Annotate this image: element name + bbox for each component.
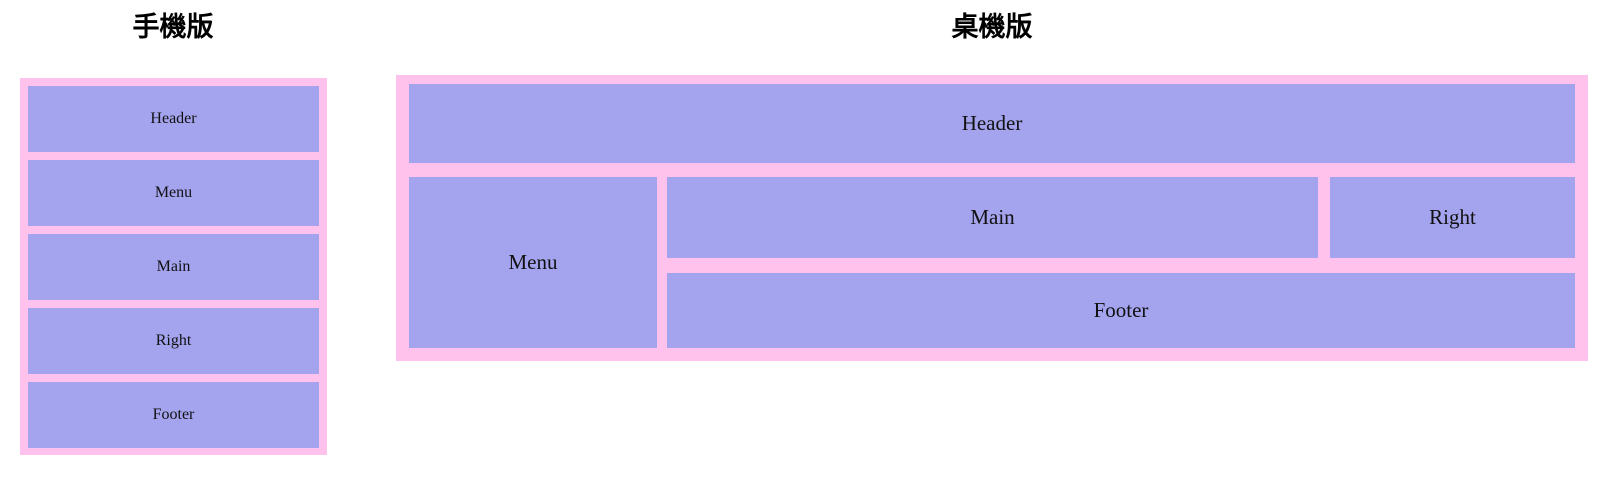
mobile-layout-frame: Header Menu Main Right Footer [20,78,327,455]
mobile-block-right: Right [28,308,319,374]
mobile-block-right-label: Right [155,332,192,350]
desktop-block-footer-label: Footer [1093,297,1149,322]
desktop-block-header: Header [409,84,1575,163]
desktop-block-right-label: Right [1429,204,1476,229]
mobile-block-main-label: Main [156,258,191,276]
mobile-block-header: Header [28,86,319,152]
desktop-block-main: Main [667,177,1318,258]
desktop-block-header-label: Header [961,110,1023,135]
mobile-block-header-label: Header [150,110,197,128]
desktop-block-menu: Menu [409,177,657,348]
mobile-block-footer: Footer [28,382,319,448]
mobile-block-footer-label: Footer [152,406,195,424]
desktop-layout-frame: Header Menu Main Right Footer [396,75,1588,361]
mobile-block-menu: Menu [28,160,319,226]
desktop-block-menu-label: Menu [508,249,558,274]
mobile-block-menu-label: Menu [154,184,193,202]
mobile-block-main: Main [28,234,319,300]
mobile-section-title: 手機版 [132,12,214,42]
desktop-block-right: Right [1330,177,1575,258]
desktop-block-footer: Footer [667,273,1575,348]
desktop-block-main-label: Main [970,204,1015,229]
desktop-section-title: 桌機版 [951,12,1033,42]
